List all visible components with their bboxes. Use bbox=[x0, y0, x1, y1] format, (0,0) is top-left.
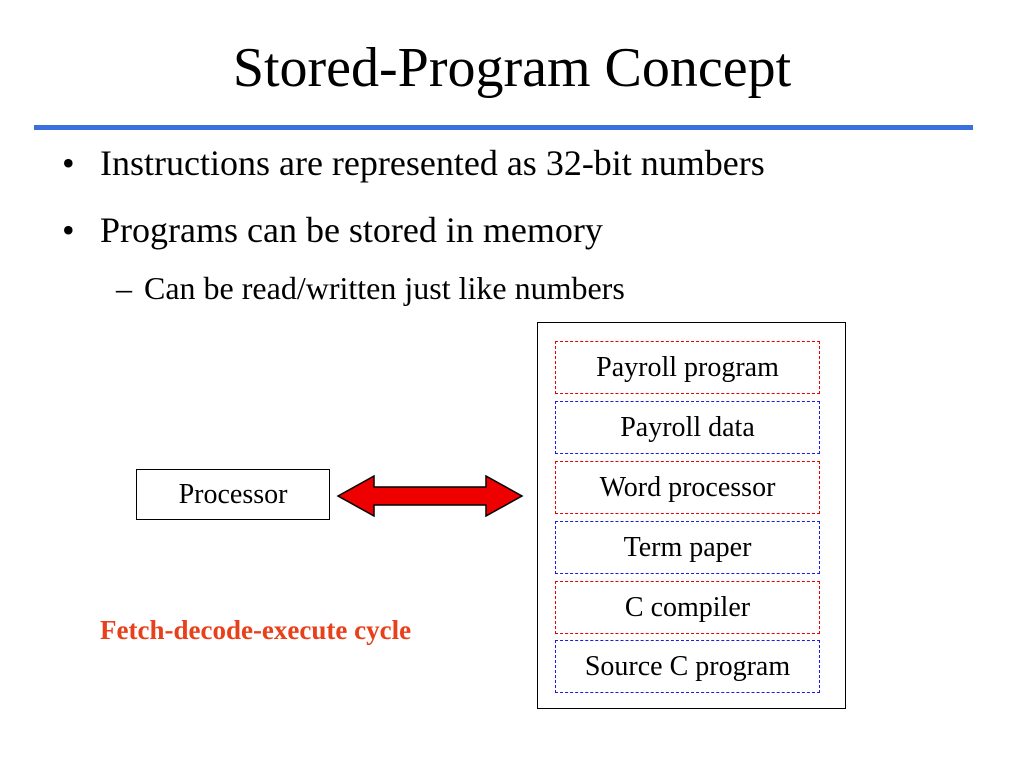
memory-item-payroll-data: Payroll data bbox=[555, 401, 820, 454]
memory-item-c-compiler: C compiler bbox=[555, 581, 820, 634]
sub-bullet-marker: – bbox=[116, 270, 132, 306]
cycle-caption: Fetch-decode-execute cycle bbox=[100, 615, 412, 645]
memory-item-word-processor: Word processor bbox=[555, 461, 820, 514]
memory-item-payroll-program: Payroll program bbox=[555, 341, 820, 394]
memory-item-label: C compiler bbox=[624, 591, 751, 623]
memory-box bbox=[537, 322, 846, 709]
bullet-marker: • bbox=[62, 210, 75, 250]
bullet-text: Programs can be stored in memory bbox=[100, 210, 603, 250]
processor-box: Processor bbox=[136, 469, 330, 520]
sub-bullet-read-write: –Can be read/written just like numbers bbox=[116, 268, 625, 308]
title-divider bbox=[34, 125, 973, 130]
double-arrow-icon bbox=[336, 474, 524, 518]
memory-item-source-c-program: Source C program bbox=[555, 640, 820, 693]
bullet-programs: • Programs can be stored in memory bbox=[62, 208, 603, 252]
bullet-instructions: • Instructions are represented as 32-bit … bbox=[62, 141, 765, 185]
bullet-marker: • bbox=[62, 143, 75, 183]
memory-item-label: Word processor bbox=[599, 471, 776, 503]
memory-item-label: Source C program bbox=[584, 650, 791, 682]
processor-label: Processor bbox=[178, 478, 288, 510]
double-arrow-shape bbox=[336, 474, 524, 518]
slide-title: Stored-Program Concept bbox=[232, 37, 792, 99]
memory-item-label: Term paper bbox=[623, 531, 752, 563]
bullet-text: Instructions are represented as 32-bit n… bbox=[100, 143, 765, 183]
memory-item-label: Payroll data bbox=[620, 411, 755, 443]
sub-bullet-text: Can be read/written just like numbers bbox=[144, 270, 625, 306]
memory-item-term-paper: Term paper bbox=[555, 521, 820, 574]
memory-item-label: Payroll program bbox=[596, 351, 779, 383]
